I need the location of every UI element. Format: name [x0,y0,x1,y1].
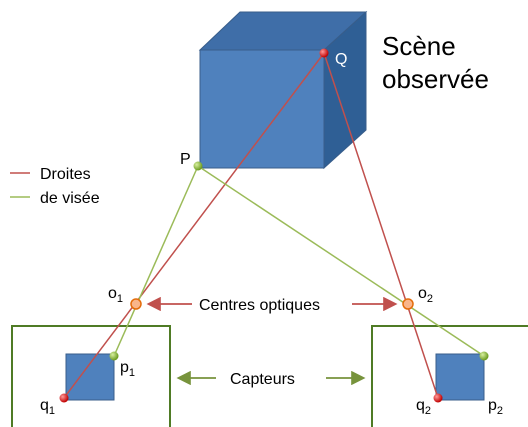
optical-centers-label: Centres optiques [199,297,320,314]
point-p1-marker [109,351,119,361]
point-p2-marker [479,351,489,361]
scene-title-line1: Scène [382,31,456,61]
label-q1: q1 [40,397,55,417]
legend-green-label: de visée [40,190,100,207]
label-o2-letter: o [418,285,427,302]
point-Q-marker [319,48,329,58]
label-q2: q2 [416,397,431,417]
label-o1: o1 [108,285,123,305]
label-p1-letter: p [120,359,129,376]
point-q1-marker [59,393,69,403]
label-p2: p2 [488,397,503,417]
legend: Droites de visée [10,166,100,207]
label-p1-sub: 1 [129,367,135,379]
cube-front-face [199,49,325,169]
green-sight-lines [113,165,485,357]
label-o1-letter: o [108,285,117,302]
red-sight-lines [63,52,439,399]
right-sensor-frame [371,325,528,427]
label-P: P [180,151,191,168]
point-q2-marker [433,393,443,403]
label-p2-letter: p [488,397,497,414]
legend-red-label: Droites [40,166,91,183]
point-P-marker [193,161,203,171]
observed-scene-cube [198,10,368,170]
label-o1-sub: 1 [117,293,123,305]
label-o2: o2 [418,285,433,305]
optical-center-o2 [402,298,414,310]
label-q1-sub: 1 [49,405,55,417]
scene-title-line2: observée [382,64,489,94]
sensors-label: Capteurs [230,371,295,388]
optical-center-o1 [130,298,142,310]
label-p2-sub: 2 [497,405,503,417]
left-sensor-image [65,353,115,401]
label-o2-sub: 2 [427,293,433,305]
left-sensor-frame [11,325,171,427]
label-q2-letter: q [416,397,425,414]
label-q2-sub: 2 [425,405,431,417]
label-q1-letter: q [40,397,49,414]
label-Q: Q [335,51,347,68]
right-sensor-image [435,353,485,401]
label-p1: p1 [120,359,135,379]
